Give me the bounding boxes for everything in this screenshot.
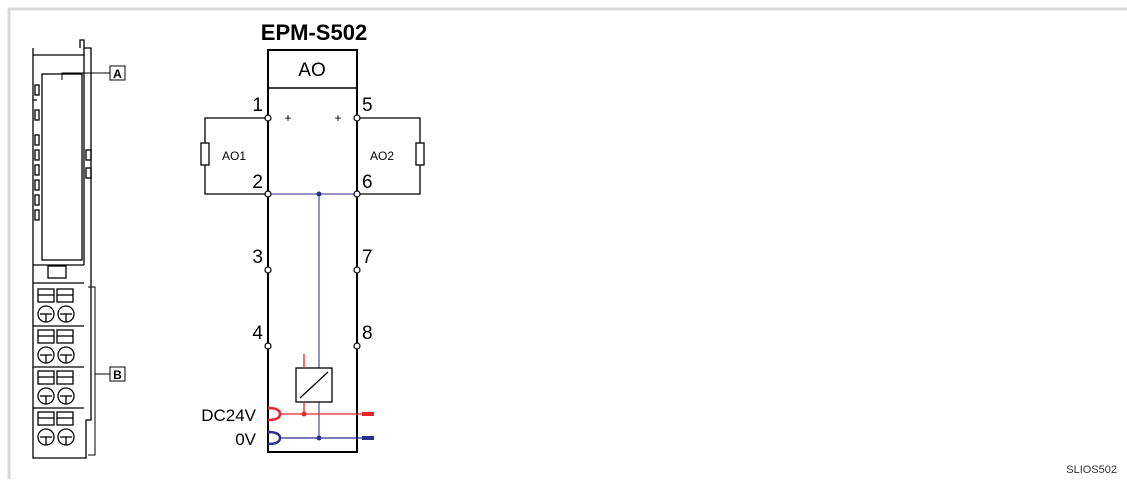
dc-dc-converter	[295, 367, 333, 403]
callout-a-box	[109, 65, 126, 81]
load-ao2-wiring	[357, 117, 425, 195]
module-hardware-drawing	[32, 39, 92, 459]
terminal-6-label: 6	[362, 172, 373, 193]
terminal-2-node	[264, 190, 272, 198]
terminal-nodes	[264, 114, 361, 350]
module-function-label: AO	[298, 60, 325, 81]
internal-ground-bus	[268, 193, 357, 438]
supply-dc24v-label: DC24V	[201, 406, 256, 425]
module-title: EPM-S502	[261, 20, 367, 45]
terminal-6-node	[353, 190, 361, 198]
load-ao1-label: AO1	[222, 149, 246, 163]
supply-0v-label: 0V	[235, 430, 256, 449]
figure-code: SLIOS502	[1066, 464, 1117, 476]
terminal-5-node	[353, 114, 361, 122]
terminal-5-label: 5	[362, 95, 373, 116]
callout-a-label: A	[113, 67, 122, 81]
terminal-3-node	[264, 266, 272, 274]
callout-b-box	[109, 366, 126, 382]
load-ao2-label: AO2	[370, 149, 394, 163]
terminal-4-node	[264, 342, 272, 350]
terminal-4-label: 4	[252, 323, 263, 344]
load-ao1-wiring	[200, 117, 268, 195]
ground-bus-junction	[316, 191, 322, 197]
callout-a: A	[61, 65, 126, 81]
callout-b-label: B	[113, 368, 122, 382]
callout-b: B	[88, 286, 126, 456]
callout-b-bracket	[88, 286, 96, 456]
supply-dc24v	[267, 402, 374, 422]
terminal-7-label: 7	[362, 247, 373, 268]
terminal-2-label: 2	[252, 172, 263, 193]
terminal-1-label: 1	[252, 95, 263, 116]
terminal-3-label: 3	[252, 247, 263, 268]
terminal-8-node	[353, 342, 361, 350]
terminal-8-label: 8	[362, 323, 373, 344]
polarity-plus-right: +	[334, 111, 341, 125]
terminal-7-node	[353, 266, 361, 274]
polarity-plus-left: +	[284, 111, 291, 125]
callout-a-leader	[61, 72, 110, 80]
terminal-1-node	[264, 114, 272, 122]
supply-0v	[267, 430, 374, 446]
